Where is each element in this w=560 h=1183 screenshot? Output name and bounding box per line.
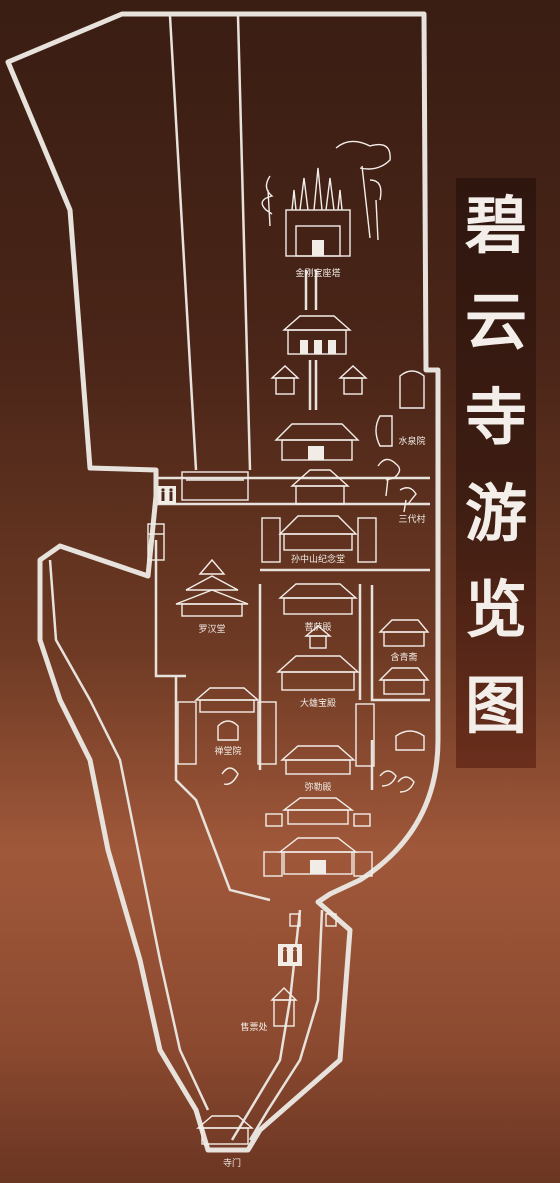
ticket-office[interactable] (270, 987, 298, 1027)
central-axis (304, 270, 318, 410)
label-hanging-hall: 含青斋 (390, 651, 417, 663)
toilet-icon[interactable] (158, 486, 176, 504)
title-char: 云 (464, 285, 527, 358)
outer-wall (5, 11, 441, 1153)
vajra-pagoda-building[interactable] (285, 167, 351, 257)
pagoda-tree-right (335, 140, 391, 241)
pagoda-tree-left (261, 175, 274, 227)
label-bodhisattva-hall: 菩萨殿 (304, 621, 331, 633)
east-side-wing (355, 703, 425, 767)
main-gate[interactable] (196, 1115, 254, 1145)
title-char: 图 (464, 669, 527, 742)
middle-wall (156, 476, 430, 572)
tree-cluster-east (377, 458, 417, 513)
title-char: 寺 (464, 381, 527, 454)
pavilion-left[interactable] (270, 365, 300, 395)
label-meditation-court: 禅堂院 (214, 745, 241, 757)
label-gate: 寺门 (223, 1157, 241, 1169)
approach-path (230, 909, 324, 1141)
north-yard-wall (168, 15, 252, 471)
title-char: 览 (464, 573, 527, 646)
toilet-icon[interactable] (278, 944, 302, 966)
title-char: 游 (464, 477, 527, 550)
label-ticket-office: 售票处 (240, 1021, 267, 1033)
hall-row-wall (181, 471, 249, 501)
bodhisattva-hall[interactable] (278, 583, 358, 615)
small-pavilion-axis[interactable] (304, 625, 332, 649)
tree-cluster-south (221, 767, 415, 793)
hall-middle[interactable] (274, 423, 360, 461)
approach-shelter-left (289, 913, 301, 927)
label-arhat-hall: 罗汉堂 (198, 623, 225, 635)
west-court-wall (154, 540, 271, 902)
label-sun-yatsen-hall: 孙中山纪念堂 (291, 553, 345, 565)
hall-lower[interactable] (265, 797, 371, 827)
label-vajra-pagoda: 金刚宝座塔 (295, 267, 340, 279)
map-title-panel: 碧 云 寺 游 览 图 (456, 178, 536, 768)
arhat-hall[interactable] (175, 558, 249, 617)
label-sandai-tree: 三代村 (398, 513, 425, 525)
east-court-wall (258, 584, 430, 790)
label-maitreya-hall: 弥勒殿 (304, 781, 331, 793)
hall-upper[interactable] (282, 315, 352, 355)
west-gatehouse[interactable] (147, 523, 165, 561)
approach-shelter-right (325, 913, 337, 927)
hanging-hall[interactable] (378, 619, 430, 695)
pavilion-right[interactable] (338, 365, 368, 395)
sun-yatsen-hall[interactable] (261, 515, 377, 563)
meditation-court[interactable] (177, 687, 277, 765)
label-mahavira-hall: 大雄宝殿 (300, 697, 336, 709)
label-water-spring: 水泉院 (398, 435, 425, 447)
hall-gate-tower[interactable] (290, 469, 350, 505)
mahavira-hall[interactable] (276, 655, 360, 691)
title-char: 碧 (464, 189, 527, 262)
west-yard-wall (48, 559, 210, 1111)
gate-hall[interactable] (263, 837, 373, 877)
maitreya-hall[interactable] (280, 745, 356, 775)
water-spring-court[interactable] (375, 370, 425, 447)
